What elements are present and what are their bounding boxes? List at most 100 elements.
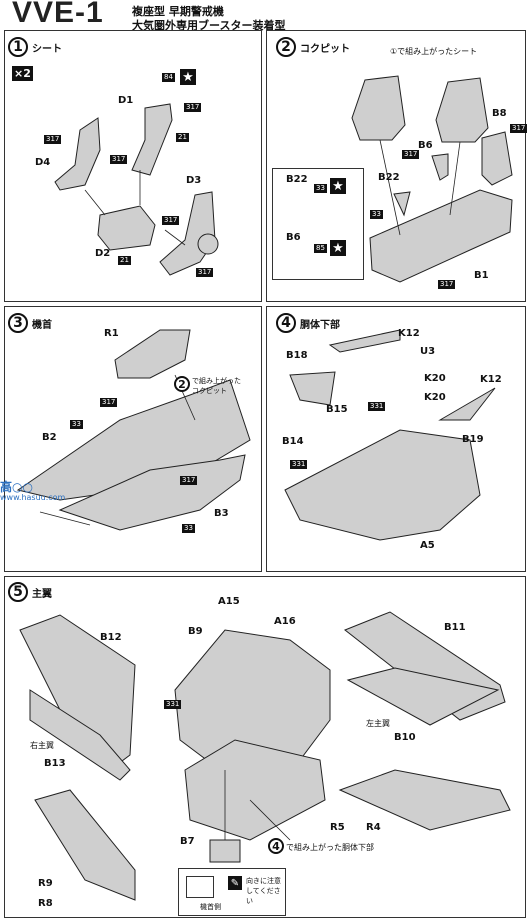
paint-code-331-c: 331 — [164, 700, 182, 709]
watermark: 高○○ — [0, 480, 33, 494]
part-b19-label: B19 — [462, 434, 484, 445]
part-d2-shape — [97, 205, 156, 251]
lower-body-assembly-shape — [184, 739, 326, 841]
paint-code-317-i: 317 — [180, 476, 198, 485]
part-b15-label: B15 — [326, 404, 348, 415]
part-k12-top-label: K12 — [398, 328, 420, 339]
part-k12-right-label: K12 — [480, 374, 502, 385]
part-b18-label: B18 — [286, 350, 308, 361]
paint-code-317-h: 317 — [100, 398, 118, 407]
part-b6-label: B6 — [418, 140, 433, 151]
step5-number: 5 — [8, 582, 28, 602]
part-b6-shape — [431, 153, 449, 181]
step5-ref-number: 4 — [268, 838, 284, 854]
step1-label: シート — [32, 44, 62, 55]
part-d3-hinge — [197, 233, 219, 255]
paint-code-33-d: 33 — [182, 524, 195, 533]
part-a5-label: A5 — [420, 540, 435, 551]
header: VVE-1 複座型 早期警戒機 大気圏外専用ブースター装着型 — [0, 0, 530, 32]
part-b7-shape — [209, 839, 241, 863]
part-u3-label: U3 — [420, 346, 436, 357]
part-b8-label: B8 — [492, 108, 507, 119]
subtitle-line1: 複座型 早期警戒機 — [132, 5, 224, 18]
inset-b6-label: B6 — [286, 232, 301, 243]
paint-code-317-e: 317 — [196, 268, 214, 277]
part-k20-a-label: K20 — [424, 373, 446, 384]
part-b13-label: B13 — [44, 758, 66, 769]
watermark-url: www.hasuu.com — [0, 493, 66, 502]
step3-label: 機首 — [32, 320, 52, 331]
part-k12-top-shape — [328, 329, 401, 353]
step5-label: 主翼 — [32, 589, 52, 600]
part-a16-label: A16 — [274, 616, 296, 627]
part-d1-shape — [131, 103, 173, 176]
part-k20-b-label: K20 — [424, 392, 446, 403]
paint-code-317-d: 317 — [162, 216, 180, 225]
part-d4-shape — [54, 117, 101, 191]
step2-label: コクピット — [300, 44, 350, 55]
part-b13-shape — [29, 689, 131, 781]
part-b22-shape — [393, 191, 411, 217]
part-b3-label: B3 — [214, 508, 229, 519]
wing-lower-left-shape — [34, 789, 136, 901]
part-r9-label: R9 — [38, 878, 53, 889]
paint-code-21-b: 21 — [118, 256, 131, 265]
paint-code-331-b: 331 — [290, 460, 308, 469]
star-icon: ★ — [180, 69, 196, 85]
star-icon: ★ — [330, 178, 346, 194]
part-b22-label: B22 — [378, 172, 400, 183]
part-b18-shape — [289, 371, 336, 406]
part-b14-label: B14 — [282, 436, 304, 447]
right-wing-label: 右主翼 — [30, 741, 54, 750]
paint-code-33-b: 33 — [370, 210, 383, 219]
part-d4-label: D4 — [35, 157, 51, 168]
part-r5-label: R5 — [330, 822, 345, 833]
seat-left-shape — [351, 75, 406, 141]
part-b10-label: B10 — [394, 732, 416, 743]
step4-label: 胴体下部 — [300, 320, 340, 331]
part-b2-label: B2 — [42, 432, 57, 443]
seat-right-shape — [435, 77, 489, 143]
paint-code-86: 85 — [314, 244, 327, 253]
part-d3-label: D3 — [186, 175, 202, 186]
step5-note: で組み上がった胴体下部 — [286, 843, 374, 852]
step1-multiplier: ×2 — [12, 66, 33, 81]
inset-b22-label: B22 — [286, 174, 308, 185]
paint-code-33-a: 317 — [402, 150, 420, 159]
part-r1-shape — [114, 329, 191, 379]
left-wing-label: 左主翼 — [366, 719, 390, 728]
part-r1-label: R1 — [104, 328, 119, 339]
model-title: VVE-1 — [12, 0, 104, 29]
paint-code-317-a: 317 — [184, 103, 202, 112]
part-b11-label: B11 — [444, 622, 466, 633]
part-d2-label: D2 — [95, 248, 111, 259]
part-a5-shape — [284, 429, 481, 541]
subtitle-line2: 大気圏外専用ブースター装着型 — [132, 19, 286, 32]
step3-number: 3 — [8, 313, 28, 333]
part-b8-shape — [481, 131, 513, 186]
part-b10-shape — [346, 667, 500, 726]
wing-lower-right-shape — [338, 769, 511, 831]
step2-note: ①で組み上がったシート — [390, 47, 478, 56]
paint-code-85: 33 — [314, 184, 327, 193]
part-b9-label: B9 — [188, 626, 203, 637]
step4-number: 4 — [276, 313, 296, 333]
part-b12-label: B12 — [100, 632, 122, 643]
paint-code-84: 84 — [162, 73, 175, 82]
caution-text: 向きに注意 してください — [246, 877, 281, 905]
part-b9-shape — [174, 629, 331, 771]
star-icon: ★ — [330, 240, 346, 256]
paint-code-317-b: 317 — [44, 135, 62, 144]
step1-panel — [4, 30, 262, 302]
paint-code-33-c: 33 — [70, 420, 83, 429]
step1-number: 1 — [8, 37, 28, 57]
caution-direction: 機首側 — [200, 903, 221, 911]
caution-diagram — [186, 876, 214, 898]
brush-icon: ✎ — [228, 876, 242, 890]
part-b1-label: B1 — [474, 270, 489, 281]
part-b3-shape — [58, 454, 246, 531]
paint-code-21-a: 21 — [176, 133, 189, 142]
part-r4-label: R4 — [366, 822, 381, 833]
part-a15-label: A15 — [218, 596, 240, 607]
